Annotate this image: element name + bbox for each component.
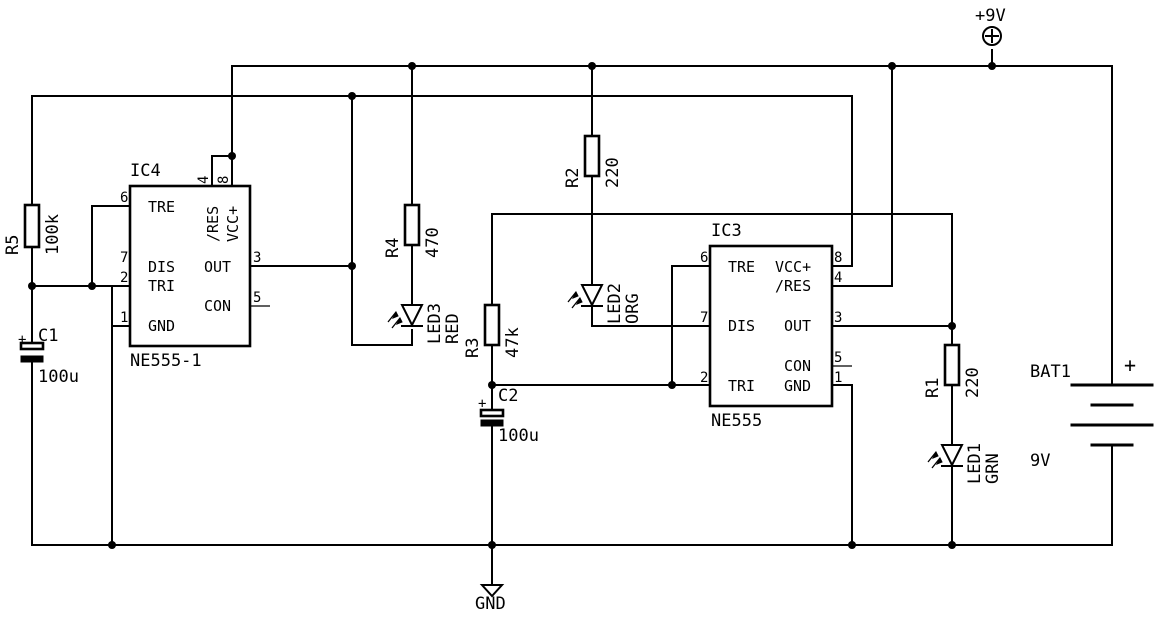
- resistor-r4: R4 470: [383, 203, 443, 258]
- battery-plus: +: [1124, 353, 1136, 377]
- ic4-pin-number-2: 2: [120, 270, 128, 286]
- r1-ref: R1: [923, 378, 943, 398]
- ic4-pin-gnd: GND: [148, 317, 175, 335]
- r1-value: 220: [963, 367, 983, 398]
- ic4-pin-vcc: VCC+: [224, 206, 242, 242]
- ic4-part: NE555-1: [130, 351, 202, 371]
- c1-ref: C1: [38, 326, 58, 346]
- c2-value: 100u: [498, 426, 539, 446]
- r4-ref: R4: [383, 238, 403, 258]
- ic3-pin-number-3: 3: [834, 310, 842, 326]
- r5-value: 100k: [43, 214, 63, 255]
- ic4-pin-dis: DIS: [148, 258, 175, 276]
- junction-dots: [28, 62, 996, 549]
- ic3-pin-dis: DIS: [728, 317, 755, 335]
- ground-label: GND: [475, 594, 506, 614]
- ic3-pin-gnd: GND: [784, 377, 811, 395]
- r3-value: 47k: [503, 327, 523, 358]
- ic3-pin-out: OUT: [784, 317, 811, 335]
- led3: LED3 RED: [387, 303, 463, 344]
- ic4-pin-number-5: 5: [253, 290, 261, 306]
- r4-value: 470: [423, 227, 443, 258]
- ic4-pin-tri: TRI: [148, 277, 175, 295]
- ic3-pin-res: /RES: [775, 277, 811, 295]
- ic3-pin-tri: TRI: [728, 377, 755, 395]
- light-emission-icon: [567, 290, 583, 309]
- battery-value: 9V: [1030, 451, 1050, 471]
- ic4-pin-number-3: 3: [253, 250, 261, 266]
- ic4-pin-con: CON: [204, 297, 231, 315]
- resistor-r2: R2 220: [563, 134, 623, 188]
- r2-value: 220: [603, 157, 623, 188]
- ic3-pin-number-8: 8: [834, 250, 842, 266]
- led2-ref: LED2: [605, 283, 625, 324]
- ground-symbol: GND: [475, 584, 506, 614]
- ic3-pin-number-7: 7: [700, 310, 708, 326]
- resistor-r5: R5 100k: [3, 203, 63, 255]
- led1-color: GRN: [983, 453, 1003, 484]
- r3-ref: R3: [463, 338, 483, 358]
- ic4-pin-number-4: 4: [196, 176, 212, 184]
- led1-ref: LED1: [965, 443, 985, 484]
- ic3-pin-number-1: 1: [834, 370, 842, 386]
- led1: LED1 GRN: [927, 443, 1003, 484]
- ic4-pin-number-1: 1: [120, 310, 128, 326]
- ic3-pin-number-5: 5: [834, 350, 842, 366]
- ic3-pin-vcc: VCC+: [775, 258, 811, 276]
- capacitor-c2: + C2 100u: [478, 386, 539, 446]
- resistor-r3: R3 47k: [463, 303, 523, 358]
- ic4-pin-res: /RES: [204, 206, 222, 242]
- ic3-pin-con: CON: [784, 357, 811, 375]
- led3-ref: LED3: [425, 303, 445, 344]
- led2-color: ORG: [623, 293, 643, 324]
- ic3-part: NE555: [711, 411, 762, 431]
- ic4-pin-out: OUT: [204, 258, 231, 276]
- battery-bat1: + BAT1 9V: [1030, 353, 1154, 471]
- ic4-ref: IC4: [130, 161, 161, 181]
- ic3-ref: IC3: [711, 221, 742, 241]
- ic3-pin-number-6: 6: [700, 250, 708, 266]
- ic4: IC4 NE555-1 TRE DIS TRI GND OUT CON /RES…: [120, 161, 261, 371]
- light-emission-icon: [927, 450, 943, 469]
- r2-ref: R2: [563, 168, 583, 188]
- ic4-pin-tre: TRE: [148, 198, 175, 216]
- battery-ref: BAT1: [1030, 362, 1071, 382]
- ic4-pin-number-6: 6: [120, 190, 128, 206]
- light-emission-icon: [387, 310, 403, 329]
- c1-plus: +: [18, 332, 26, 348]
- capacitor-c1: + C1 100u: [18, 326, 79, 387]
- ic3-pin-number-2: 2: [700, 370, 708, 386]
- ic3: IC3 NE555 TRE DIS TRI VCC+ /RES OUT CON …: [700, 221, 842, 431]
- led3-color: RED: [443, 313, 463, 344]
- ic4-pin-number-7: 7: [120, 250, 128, 266]
- ic3-pin-tre: TRE: [728, 258, 755, 276]
- supply-symbol: +9V: [975, 6, 1006, 46]
- c2-ref: C2: [498, 386, 518, 406]
- led2: LED2 ORG: [567, 283, 643, 324]
- supply-label: +9V: [975, 6, 1006, 26]
- ic3-pin-number-4: 4: [834, 270, 842, 286]
- wires: [31, 49, 1113, 586]
- r5-ref: R5: [3, 235, 23, 255]
- c1-value: 100u: [38, 367, 79, 387]
- ic4-pin-number-8: 8: [216, 176, 232, 184]
- c2-plus: +: [478, 396, 486, 412]
- resistor-r1: R1 220: [923, 343, 983, 398]
